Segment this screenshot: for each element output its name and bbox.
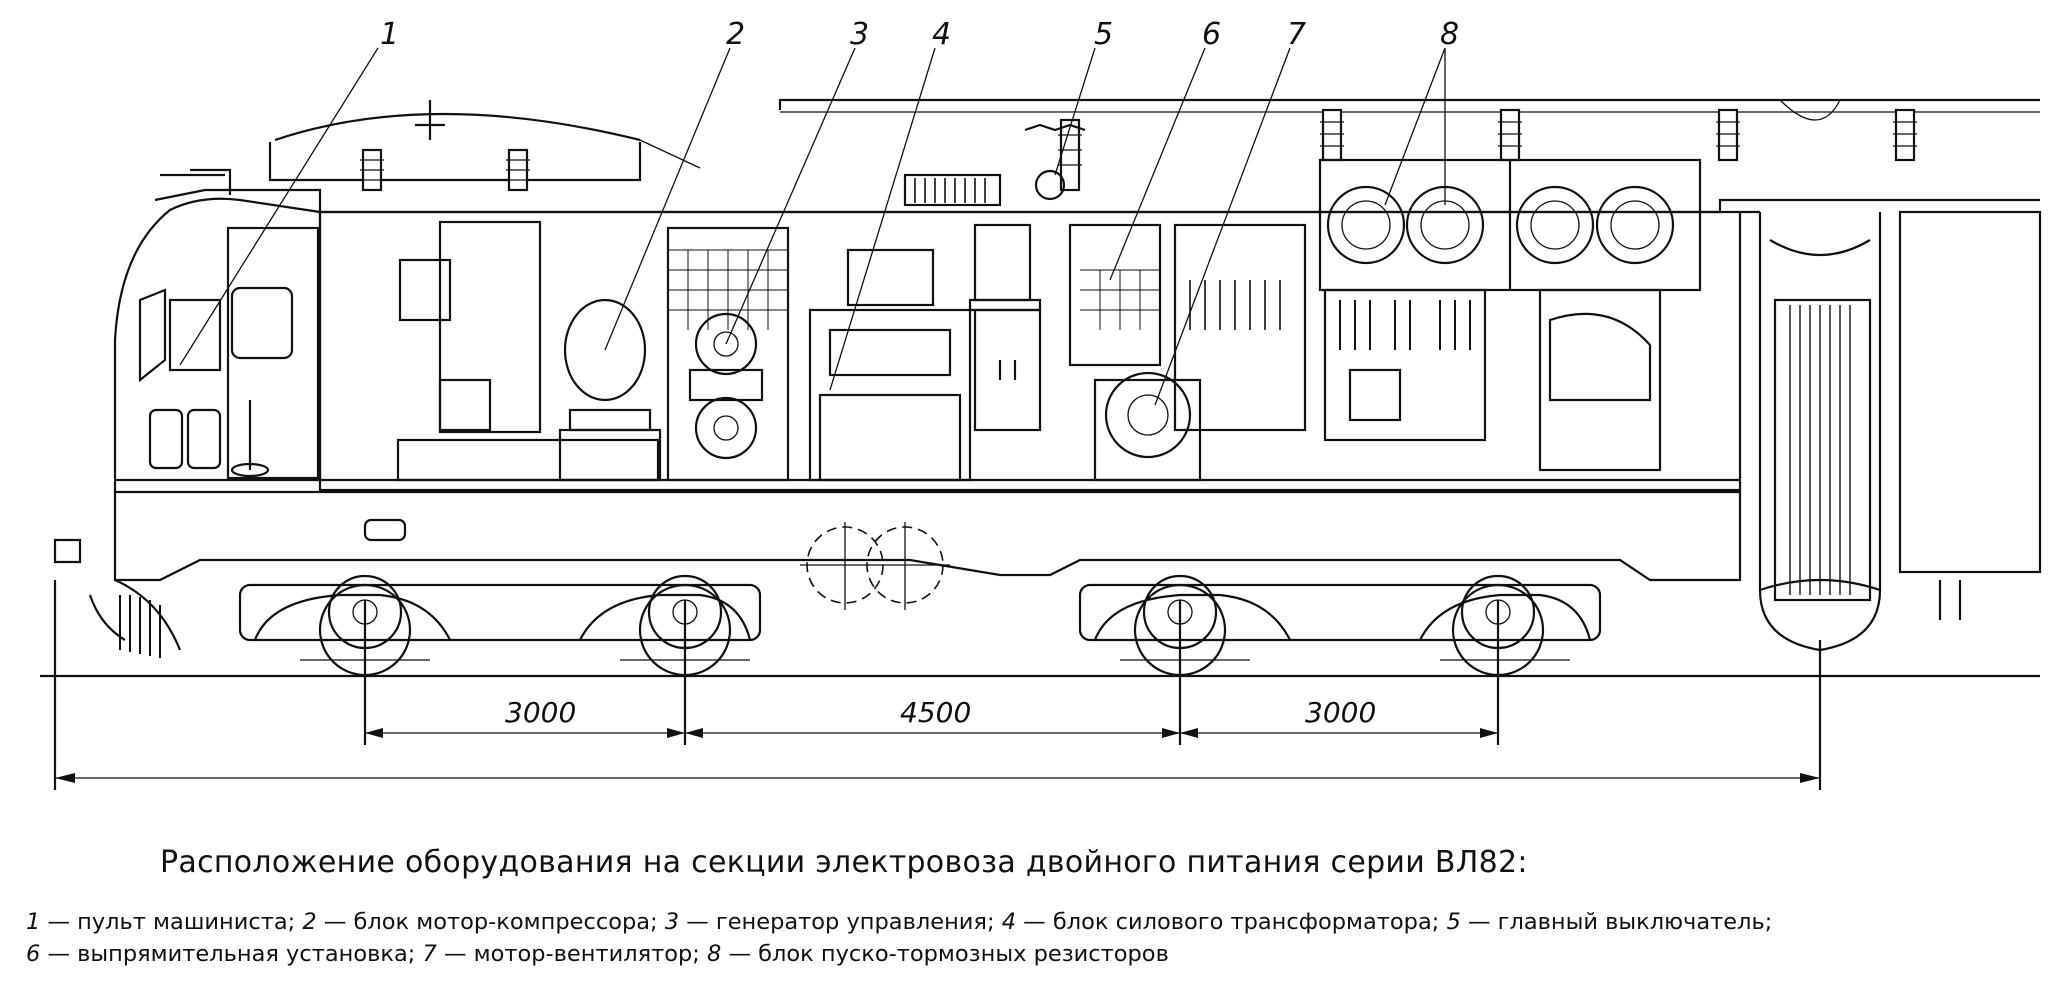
rectifier-compartment	[1068, 223, 1307, 482]
callout-7: 7	[1287, 17, 1306, 52]
car-body	[113, 197, 2042, 620]
articulation-bellows	[1758, 239, 1882, 652]
legend-number: 8	[707, 941, 722, 967]
legend-text: — главный выключатель;	[1460, 909, 1773, 935]
bogie-rear	[1078, 574, 1602, 661]
legend-text: — пульт машиниста;	[40, 909, 303, 935]
callout-1: 1	[380, 17, 399, 52]
driver-cab	[138, 168, 320, 480]
locomotive-section-diagram: 1 2 3 4 5 6 7 8 3000 4500 3000	[40, 17, 2042, 790]
legend-number: 6	[26, 941, 41, 967]
bogie-front	[238, 574, 762, 661]
caption-title: Расположение оборудования на секции элек…	[160, 845, 1528, 880]
transformer-compartment	[808, 123, 1086, 482]
callout-6: 6	[1202, 17, 1221, 52]
legend-number: 5	[1446, 909, 1461, 935]
legend-number: 4	[1001, 909, 1017, 935]
resistor-compartment	[1318, 158, 1702, 472]
legend-text: — блок мотор-компрессора;	[316, 909, 665, 935]
legend-text: — блок силового трансформатора;	[1016, 909, 1447, 935]
legend-text: — мотор-вентилятор;	[436, 941, 707, 967]
legend-text: — выпрямительная установка;	[40, 941, 423, 967]
equipment-compartment	[396, 220, 790, 482]
legend-text: — блок пуско-тормозных резисторов	[721, 941, 1169, 967]
callout-leaders	[179, 47, 1446, 406]
legend-number: 1	[26, 909, 41, 935]
legend-line-2: 6 — выпрямительная установка; 7 — мотор-…	[26, 938, 2036, 970]
legend-number: 7	[422, 941, 437, 967]
dimension-label-rear: 3000	[1305, 696, 1376, 729]
roof-insulators	[360, 108, 1917, 192]
callout-2: 2	[726, 17, 745, 52]
legend-number: 3	[664, 909, 680, 935]
callout-5: 5	[1094, 17, 1113, 52]
callout-3: 3	[850, 17, 869, 52]
callout-4: 4	[932, 17, 951, 52]
underframe	[53, 490, 1742, 658]
legend-number: 2	[302, 909, 317, 935]
legend-line-1: 1 — пульт машиниста; 2 — блок мотор-комп…	[26, 906, 2036, 938]
dimension-label-middle: 4500	[900, 696, 971, 729]
legend-text: — генератор управления;	[679, 909, 1002, 935]
dimension-label-front: 3000	[505, 696, 576, 729]
roof	[154, 98, 2040, 214]
callout-8: 8	[1440, 17, 1459, 52]
air-tanks	[800, 522, 950, 610]
dimension-lines	[53, 580, 1822, 790]
